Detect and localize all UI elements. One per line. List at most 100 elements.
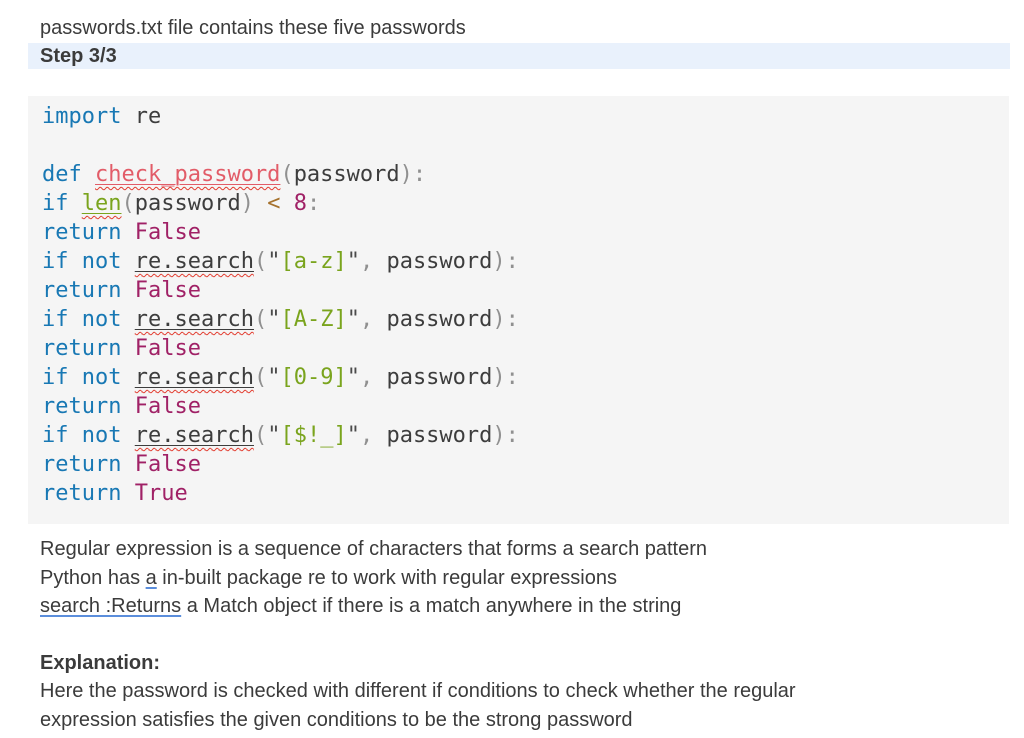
code-token-pu: ): <box>399 162 427 187</box>
code-line: def check_password(password): <box>42 160 1009 189</box>
code-line: return False <box>42 334 1009 363</box>
code-token-kw: return <box>42 394 122 419</box>
code-token-call: re.search <box>134 249 254 274</box>
code-token-pl <box>254 191 267 216</box>
code-line: return False <box>42 276 1009 305</box>
code-token-pl <box>69 249 82 274</box>
code-token-pu: ( <box>280 162 294 187</box>
code-token-call: re.search <box>134 423 254 448</box>
code-token-kw: def <box>42 162 82 187</box>
code-token-pl <box>69 307 82 332</box>
step-label: Step 3/3 <box>40 44 117 67</box>
note-text: Python has <box>40 566 146 589</box>
code-token-pl: password <box>373 249 493 274</box>
note-line: search :Returns a Match object if there … <box>40 592 1010 621</box>
code-token-pl <box>121 278 134 303</box>
code-token-pu: ( <box>253 365 268 390</box>
grammar-marked-text: search :Returns <box>40 595 182 617</box>
code-token-pu: ( <box>253 423 268 448</box>
code-token-fn: check_password <box>95 162 281 187</box>
code-line <box>42 131 1009 160</box>
code-token-pu: ) <box>240 191 254 216</box>
code-line: if not re.search("[$!_]", password): <box>42 421 1009 450</box>
code-token-q: " <box>267 249 281 274</box>
code-token-kw: not <box>81 307 122 332</box>
code-token-kw: return <box>42 481 122 506</box>
code-token-kw: not <box>81 249 122 274</box>
note-text: Regular expression is a sequence of char… <box>40 538 708 560</box>
code-line: return False <box>42 450 1009 479</box>
code-token-pl <box>121 452 134 477</box>
code-token-str: [$!_] <box>280 423 347 448</box>
code-token-kw: if <box>42 423 69 448</box>
code-token-kw: if <box>42 307 69 332</box>
code-line: if not re.search("[a-z]", password): <box>42 247 1009 276</box>
code-token-str: [a-z] <box>280 249 347 274</box>
code-token-pl: password <box>134 191 241 216</box>
code-token-kw: return <box>42 336 122 361</box>
note-text: a Match object if there is a match anywh… <box>181 595 682 617</box>
code-token-op: < <box>267 191 281 216</box>
code-line: return False <box>42 218 1009 247</box>
code-token-pu: ( <box>253 249 268 274</box>
note-line: Regular expression is a sequence of char… <box>40 535 1010 564</box>
code-token-kw: not <box>81 423 122 448</box>
code-token-q: " <box>346 307 360 332</box>
code-token-lit: False <box>134 336 201 361</box>
code-token-lit: True <box>134 481 188 506</box>
code-token-q: " <box>346 423 360 448</box>
code-token-pl: password <box>373 423 493 448</box>
code-token-pl <box>69 365 82 390</box>
explanation-body: Here the password is checked with differ… <box>40 677 1010 734</box>
code-token-pu: , <box>359 307 374 332</box>
code-token-pu: , <box>359 423 374 448</box>
code-token-pl: password <box>293 162 400 187</box>
notes-section: Regular expression is a sequence of char… <box>40 535 1010 621</box>
code-token-pl <box>121 481 134 506</box>
code-token-lit: False <box>134 220 201 245</box>
code-line: if not re.search("[0-9]", password): <box>42 363 1009 392</box>
code-token-pl: password <box>373 307 493 332</box>
intro-text: passwords.txt file contains these five p… <box>40 17 466 39</box>
code-token-str: [0-9] <box>280 365 347 390</box>
code-token-pl <box>122 249 135 274</box>
code-token-pl <box>122 307 135 332</box>
code-line: if len(password) < 8: <box>42 189 1009 218</box>
code-token-kw: if <box>42 365 69 390</box>
code-line: return False <box>42 392 1009 421</box>
code-token-lit: False <box>134 278 201 303</box>
code-token-bi: len <box>81 191 122 216</box>
code-token-pu: , <box>359 365 374 390</box>
code-token-lit: False <box>134 452 201 477</box>
code-line: import re <box>42 102 1009 131</box>
code-token-pl <box>121 336 134 361</box>
code-token-pu: : <box>306 191 321 216</box>
note-line: Python has a in-built package re to work… <box>40 564 1010 593</box>
code-token-q: " <box>267 423 281 448</box>
explanation-line: expression satisfies the given condition… <box>40 708 633 731</box>
code-token-pu: ): <box>492 307 519 332</box>
code-token-pl <box>122 365 135 390</box>
explanation-line: Here the password is checked with differ… <box>40 680 796 702</box>
code-token-call: re.search <box>134 365 254 390</box>
code-token-pl: re <box>121 104 162 129</box>
code-token-q: " <box>346 365 360 390</box>
code-token-kw: return <box>42 220 122 245</box>
code-token-pl <box>69 191 82 216</box>
code-token-lit: False <box>134 394 201 419</box>
grammar-marked-text: a <box>145 566 157 589</box>
explanation-heading: Explanation: <box>40 651 161 674</box>
code-line: return True <box>42 479 1009 508</box>
code-token-q: " <box>267 307 281 332</box>
code-line: if not re.search("[A-Z]", password): <box>42 305 1009 334</box>
code-token-pl <box>69 423 82 448</box>
code-token-q: " <box>267 365 281 390</box>
code-token-kw: not <box>81 365 122 390</box>
note-text: in-built package re to work with regular… <box>156 566 617 589</box>
code-token-pu: , <box>359 249 374 274</box>
code-token-pu: ): <box>492 365 519 390</box>
code-token-pl <box>121 220 134 245</box>
code-token-pl: password <box>373 365 493 390</box>
code-token-kw: return <box>42 452 122 477</box>
